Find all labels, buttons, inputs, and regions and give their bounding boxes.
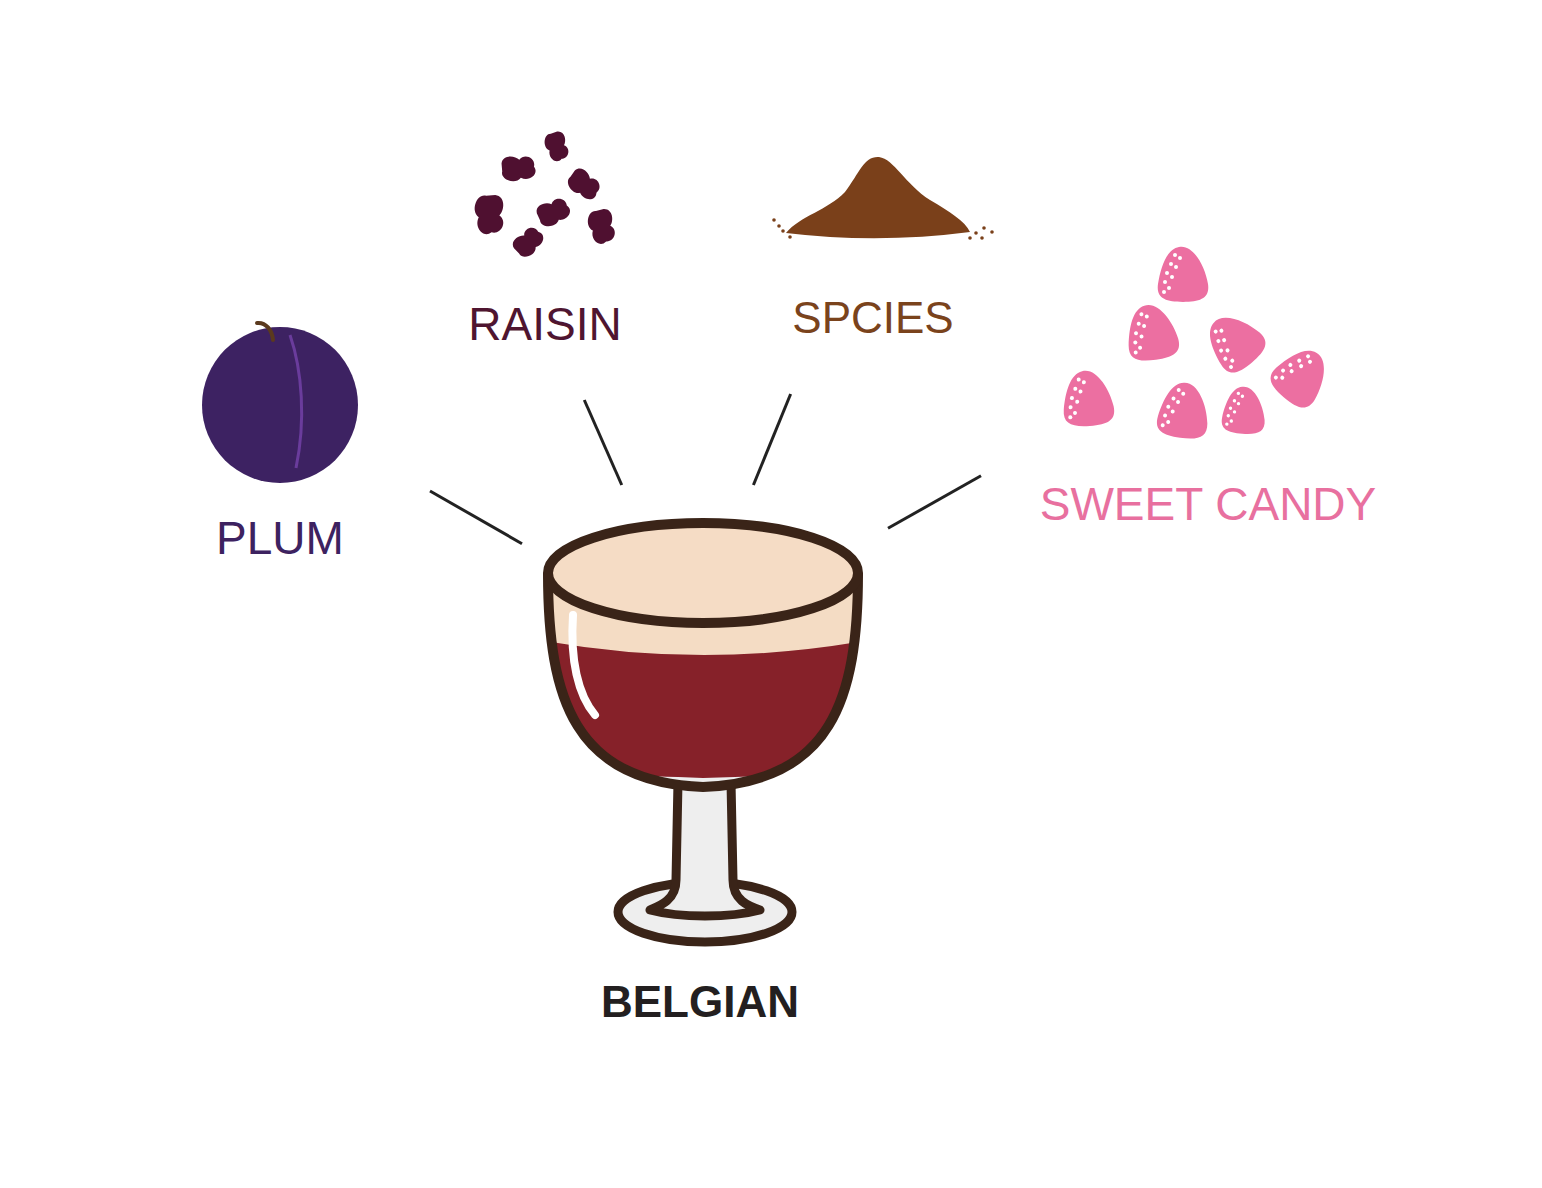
plum-stem	[257, 323, 273, 340]
glass-highlight	[572, 615, 595, 715]
plum-body	[202, 327, 358, 483]
flavor-node: SPCIES	[765, 145, 1005, 394]
plum-crease	[290, 335, 302, 468]
glass-stem	[650, 782, 760, 916]
flavor-label: PLUM	[216, 513, 344, 564]
flavor-line	[888, 476, 981, 528]
beer-glass-node: BELGIAN	[522, 485, 888, 1035]
glass-icon	[540, 523, 870, 942]
plum-icon	[202, 323, 358, 483]
flavor-label: RAISIN	[468, 299, 621, 350]
raisin-icon	[474, 129, 619, 260]
flavor-line	[430, 491, 522, 544]
spice-pile-icon	[772, 157, 994, 240]
flavor-line	[584, 400, 621, 485]
flavor-node: SWEET CANDY	[981, 240, 1380, 535]
flavor-node: PLUM	[190, 300, 430, 575]
style-label: BELGIAN	[601, 978, 799, 1026]
flavor-line	[753, 394, 790, 485]
candy-icon	[1061, 247, 1339, 442]
flavor-label: SWEET CANDY	[1040, 479, 1377, 530]
flavor-node: RAISIN	[464, 120, 625, 400]
flavor-label: SPCIES	[792, 294, 953, 342]
glass-rim	[548, 523, 858, 623]
